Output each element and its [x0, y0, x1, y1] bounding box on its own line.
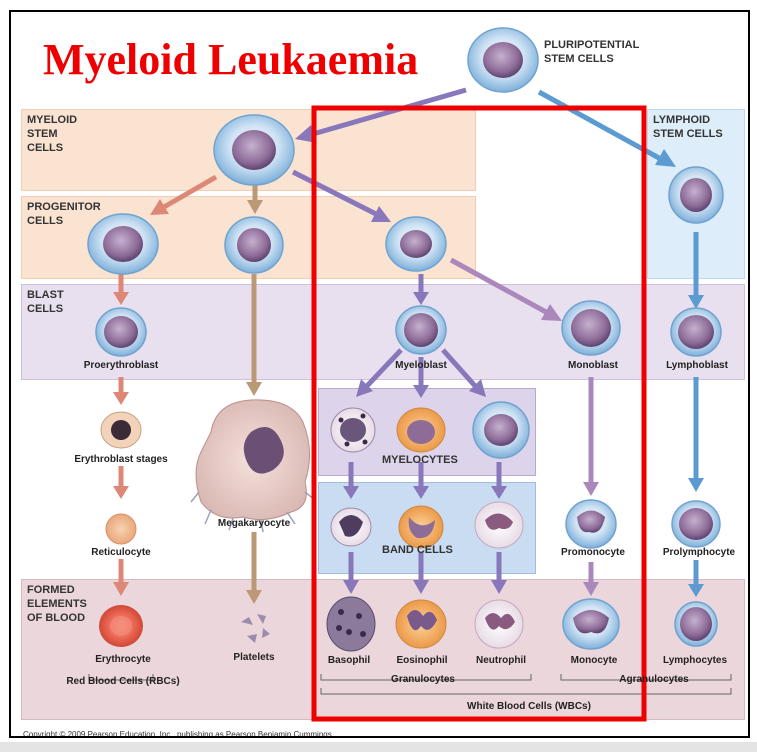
rbc-bracket [88, 674, 154, 681]
eosinophil-caption: Eosinophil [396, 655, 448, 666]
monocyte-caption: Monocyte [570, 655, 618, 666]
promonocyte-cell [565, 499, 617, 549]
diagram-graphics [87, 27, 732, 722]
monoblast-caption: Monoblast [568, 360, 618, 371]
formed-elements-band [21, 579, 745, 720]
pluripotent-stem-label: PLURIPOTENTIAL STEM CELLS [544, 39, 640, 65]
myeloid-stem-cell [213, 114, 295, 186]
myeloid-to-mega-progenitor-arrow [247, 184, 263, 214]
agranulocytes-group-label: Agranulocytes [619, 674, 689, 685]
lymphoid-stem-label: LYMPHOID STEM CELLS [653, 114, 723, 140]
rbc-group-label: Red Blood Cells (RBCs) [66, 676, 180, 687]
gm-progenitor-to-myeloblast-arrow [413, 274, 429, 305]
reticulocyte-to-erythrocyte-arrow [113, 559, 129, 596]
lymphocyte-cell [674, 601, 718, 647]
megakaryocyte-cell [190, 399, 316, 533]
myelocyte-to-band-arrows [343, 462, 507, 499]
platelets-caption: Platelets [233, 652, 275, 663]
eosinophil-band-cell [398, 505, 444, 549]
promonocyte-to-monocyte-arrow [583, 562, 599, 596]
erythroblast-cell [100, 411, 142, 449]
basophil-band-cell [330, 507, 372, 547]
lymphoid-to-lymphoblast-arrow [688, 232, 704, 309]
granulocyte-monocyte-progenitor-cell [385, 216, 447, 272]
monocyte-cell [562, 598, 620, 650]
neutrophil-band-cell [474, 501, 524, 549]
granulocytes-group-label: Granulocytes [391, 674, 455, 685]
progenitor-label: PROGENITOR CELLS [27, 201, 101, 227]
gm-progenitor-to-monoblast-arrow [449, 257, 562, 321]
erythroid-progenitor-cell [87, 213, 159, 275]
erythroid-progenitor-to-proerythroblast-arrow [113, 274, 129, 305]
mega-progenitor-to-megakaryocyte-arrow [246, 274, 262, 396]
main-title: Myeloid Leukaemia [43, 35, 419, 84]
basophil-myelocyte [330, 407, 376, 453]
blast-label: BLAST CELLS [27, 289, 64, 315]
proerythroblast-cell [95, 307, 147, 357]
neutrophil-cell [474, 599, 524, 649]
arrows [113, 87, 704, 604]
eosinophil-cell [395, 599, 447, 649]
myeloid-to-gm-progenitor-arrow [291, 169, 391, 222]
prolymphocyte-cell [671, 500, 721, 548]
highlight-box [311, 105, 647, 722]
prolymphocyte-to-lymphocyte-arrow [688, 560, 704, 597]
erythroblast-stages-caption: Erythroblast stages [74, 454, 168, 465]
proerythroblast-to-erythroblast-arrow [113, 377, 129, 405]
proerythroblast-caption: Proerythroblast [83, 360, 159, 371]
neutrophil-caption: Neutrophil [476, 655, 526, 666]
erythroblast-to-reticulocyte-arrow [113, 466, 129, 499]
myeloblast-to-neutrophil-line-arrow [441, 348, 486, 397]
lymphoblast-caption: Lymphoblast [666, 360, 728, 371]
megakaryocyte-progenitor-cell [224, 216, 284, 274]
prolymphocyte-caption: Prolymphocyte [662, 547, 736, 558]
erythrocyte-caption: Erythrocyte [95, 654, 151, 665]
formed-elements-label: FORMED ELEMENTS OF BLOOD [27, 584, 87, 624]
myeloblast-caption: Myeloblast [395, 360, 447, 371]
pluripotent-to-lymphoid-arrow [537, 89, 676, 167]
basophil-cell [326, 596, 376, 652]
megakaryocyte-caption: Megakaryocyte [217, 518, 291, 529]
myeloblast-to-basophil-line-arrow [356, 348, 403, 397]
monoblast-cell [561, 300, 621, 356]
band-cells-label: BAND CELLS [382, 544, 453, 556]
megakaryocyte-to-platelets-arrow [246, 532, 262, 604]
myeloblast-to-eosinophil-line-arrow [413, 357, 429, 398]
bottom-scroll-strip [0, 742, 757, 752]
pluripotent-stem-cell [467, 27, 539, 93]
myelocytes-label: MYELOCYTES [382, 454, 458, 466]
granulocytes-bracket [320, 674, 532, 681]
lymphocytes-caption: Lymphocytes [662, 655, 728, 666]
lymphoblast-cell [670, 307, 722, 357]
myeloblast-cell [395, 305, 447, 355]
wbc-bracket [320, 688, 732, 695]
pluripotent-to-myeloid-arrow [295, 87, 467, 143]
copyright-notice: Copyright © 2009 Pearson Education, Inc.… [23, 730, 334, 738]
platelets-group [241, 614, 270, 643]
hematopoiesis-figure: PLURIPOTENTIAL STEM CELLS MYELOID STEM C… [9, 10, 750, 738]
reticulocyte-cell [105, 513, 137, 545]
basophil-caption: Basophil [327, 655, 371, 666]
lymphoid-stem-cell [668, 166, 724, 224]
promonocyte-caption: Promonocyte [561, 547, 625, 558]
erythrocyte-cell [99, 605, 143, 647]
lymphoblast-to-prolymphocyte-arrow [688, 377, 704, 492]
reticulocyte-caption: Reticulocyte [91, 547, 151, 558]
myeloid-to-erythroid-progenitor-arrow [150, 174, 218, 215]
eosinophil-myelocyte [396, 407, 446, 453]
wbc-group-label: White Blood Cells (WBCs) [467, 701, 591, 712]
band-to-granulocyte-arrows [343, 552, 507, 594]
myeloid-stem-label: MYELOID STEM CELLS [27, 114, 78, 154]
neutrophil-myelocyte [472, 401, 530, 459]
monoblast-to-promonocyte-arrow [583, 377, 599, 496]
